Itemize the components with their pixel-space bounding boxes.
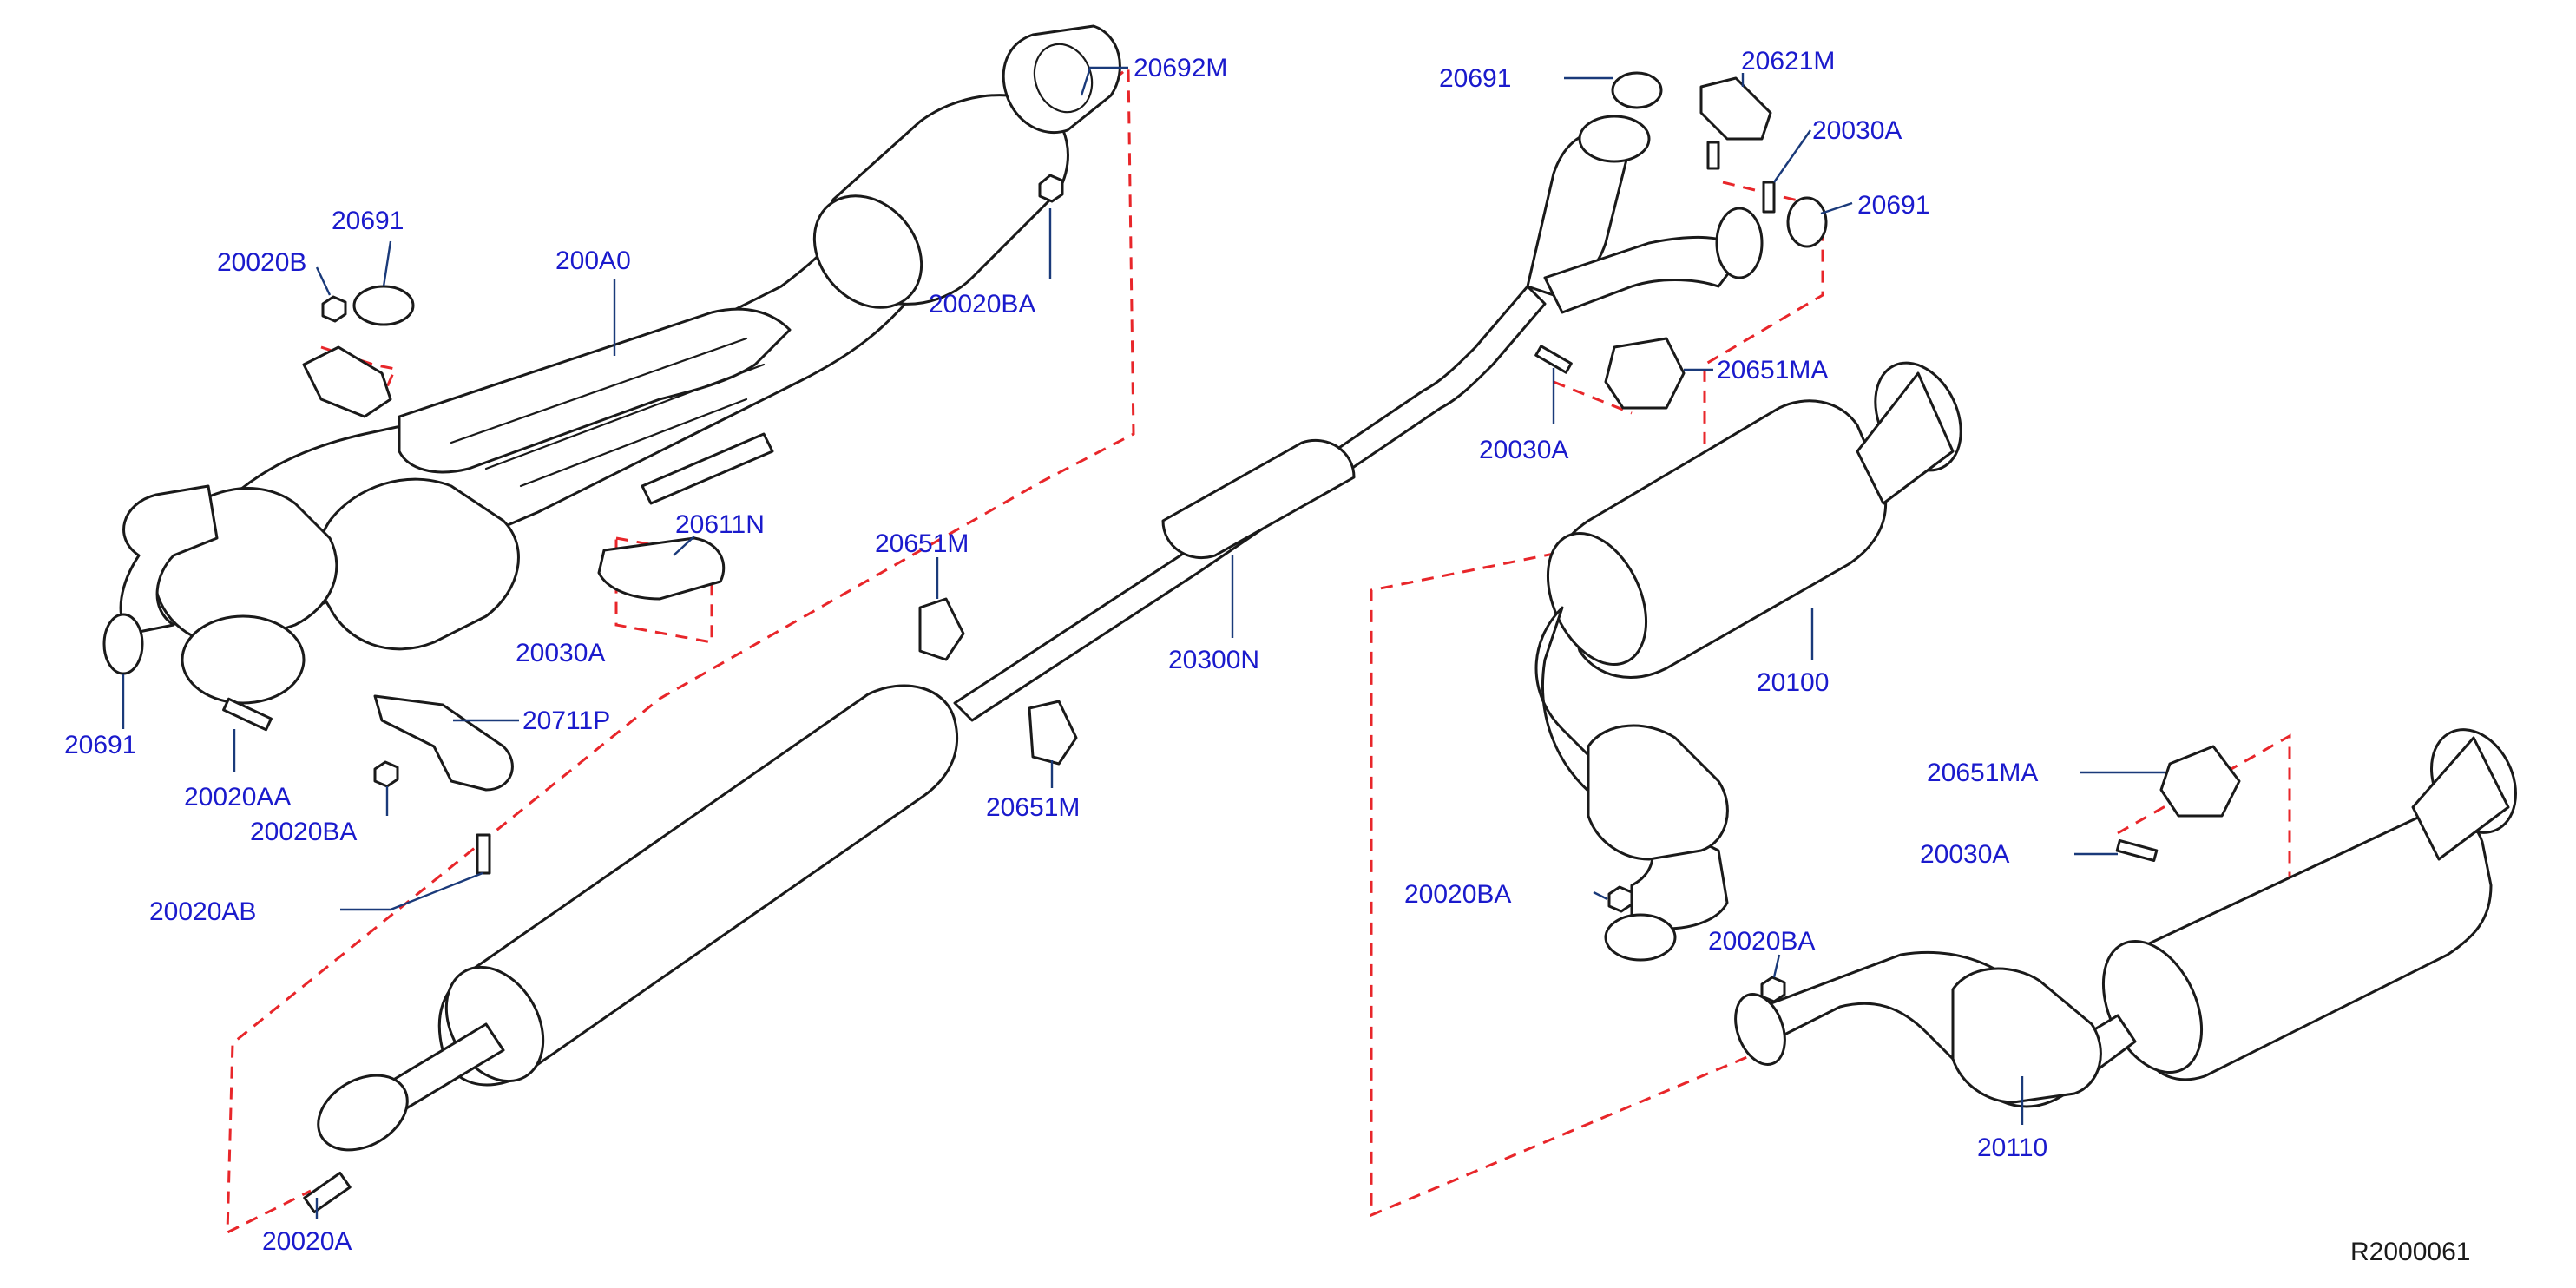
rear-right-flange <box>1604 913 1677 962</box>
callout-c18: 20621M <box>1741 47 1835 76</box>
callout-c07: 20651M <box>875 529 969 558</box>
gasket-20691-ypipe-right <box>1786 196 1828 248</box>
callout-c20: 20691 <box>1857 191 1929 220</box>
callout-c28: 20110 <box>1977 1134 2047 1162</box>
front-lower-flange <box>181 614 306 705</box>
dash-y-pipe-to-muffler <box>1703 181 1824 460</box>
callout-c26: 20651MA <box>1927 759 2038 787</box>
nut-20020ba-top <box>1038 174 1064 203</box>
center-pipe-long <box>953 285 1547 722</box>
leader-c03 <box>315 266 332 296</box>
callout-c21: 20651MA <box>1717 356 1828 384</box>
callout-c23: 20100 <box>1757 668 1829 697</box>
callout-c22: 20030A <box>1479 436 1568 464</box>
callout-c16: 20020A <box>262 1227 352 1256</box>
callout-c06: 20611N <box>675 510 765 539</box>
front-catalyst-upper-end <box>812 194 923 309</box>
bracket-20611n <box>597 536 726 601</box>
rear-right-catalyst <box>1587 724 1729 861</box>
center-muffler-body <box>437 684 959 1087</box>
leader-c02 <box>382 240 392 287</box>
callout-c10: 20020AA <box>184 783 291 812</box>
bolt-20030a-lower <box>2115 839 2159 862</box>
rear-tip-right-tube <box>1856 371 1955 505</box>
callout-c12: 20020BA <box>250 818 357 846</box>
front-exhaust-tube-assembly <box>119 24 1121 705</box>
leader-c06 <box>673 536 695 556</box>
bolt-20030a-upper <box>1534 345 1573 374</box>
dash-small-hanger <box>1553 380 1633 415</box>
callout-c05: 20020BA <box>929 290 1035 319</box>
rear-left-flange <box>1734 993 1786 1066</box>
front-outlet-stub <box>641 432 774 505</box>
dash-rear-assembly <box>1370 543 1754 1218</box>
callout-c24: 20020BA <box>1404 880 1511 909</box>
callout-c04: 200A0 <box>555 246 631 275</box>
callout-c09: 20691 <box>64 731 136 759</box>
diagram-reference-number: R2000061 <box>2350 1238 2470 1266</box>
callout-labels: 20692M 20691 20020B 200A0 20020BA 20611N… <box>64 47 2047 1256</box>
nut-20020ba-rear-left <box>1760 976 1786 1003</box>
front-small-parts <box>102 174 1064 1214</box>
callout-c14: 20300N <box>1168 646 1259 674</box>
callout-c02: 20691 <box>332 207 404 235</box>
gasket-20691-ypipe-left <box>1611 71 1663 109</box>
y-pipe-flange-right <box>1715 207 1764 279</box>
nut-20020b <box>321 295 347 323</box>
callout-c03: 20020B <box>217 248 306 277</box>
callout-c08: 20030A <box>516 639 605 667</box>
leader-c01 <box>1080 66 1128 96</box>
leader-c24 <box>1593 890 1608 901</box>
gasket-20691-top <box>352 285 415 326</box>
bolt-20030a-ypipe <box>1762 181 1776 214</box>
rear-muffler-right-assembly <box>1534 361 1962 962</box>
y-pipe-flange-left <box>1578 115 1651 163</box>
front-inlet-flange <box>302 345 392 418</box>
rear-muffler-left-assembly <box>1734 728 2517 1108</box>
leader-c19 <box>1773 129 1811 183</box>
hanger-20651m-b <box>1028 700 1078 766</box>
bolt-20020ab <box>476 833 491 875</box>
bracket-20621m <box>1699 76 1772 141</box>
leader-lines <box>122 66 2165 1219</box>
callout-c01: 20692M <box>1134 54 1227 82</box>
callout-c17: 20691 <box>1439 64 1511 93</box>
callout-c19: 20030A <box>1812 116 1902 145</box>
gasket-20691-lower <box>102 613 144 675</box>
front-heat-shield-rib <box>450 337 766 488</box>
front-flange-upper <box>1002 24 1121 135</box>
callout-c27: 20030A <box>1920 840 2009 869</box>
leader-c25 <box>1772 954 1781 978</box>
center-muffler-assembly <box>317 285 1547 1152</box>
hanger-20651m-a <box>918 597 965 661</box>
dash-front-to-center <box>226 64 1135 1235</box>
rear-left-catalyst <box>1951 967 2102 1104</box>
y-pipe-right-branch <box>1543 236 1746 314</box>
nut-20020ba-front <box>373 760 399 788</box>
leader-c20 <box>1820 201 1853 215</box>
nut-20020ba-rear-right <box>1607 885 1633 913</box>
center-pipe-section <box>1161 438 1356 560</box>
front-inlet-elbow <box>119 484 219 635</box>
bracket-20651ma-upper <box>1604 337 1686 410</box>
center-outlet-flange <box>317 1074 409 1152</box>
callout-c13: 20020AB <box>149 897 256 926</box>
center-y-pipe-assembly <box>1526 71 1828 410</box>
callout-c15: 20651M <box>986 793 1080 822</box>
leader-c13 <box>340 871 483 911</box>
bolt-20030a-left <box>1706 141 1720 170</box>
callout-c11: 20711P <box>522 706 610 735</box>
bracket-20651ma-lower <box>2159 745 2241 818</box>
bracket-20711p <box>373 694 514 792</box>
rear-tip-left-tube <box>2411 736 2510 861</box>
bolt-20020aa <box>222 697 273 732</box>
callout-c25: 20020BA <box>1708 927 1815 956</box>
